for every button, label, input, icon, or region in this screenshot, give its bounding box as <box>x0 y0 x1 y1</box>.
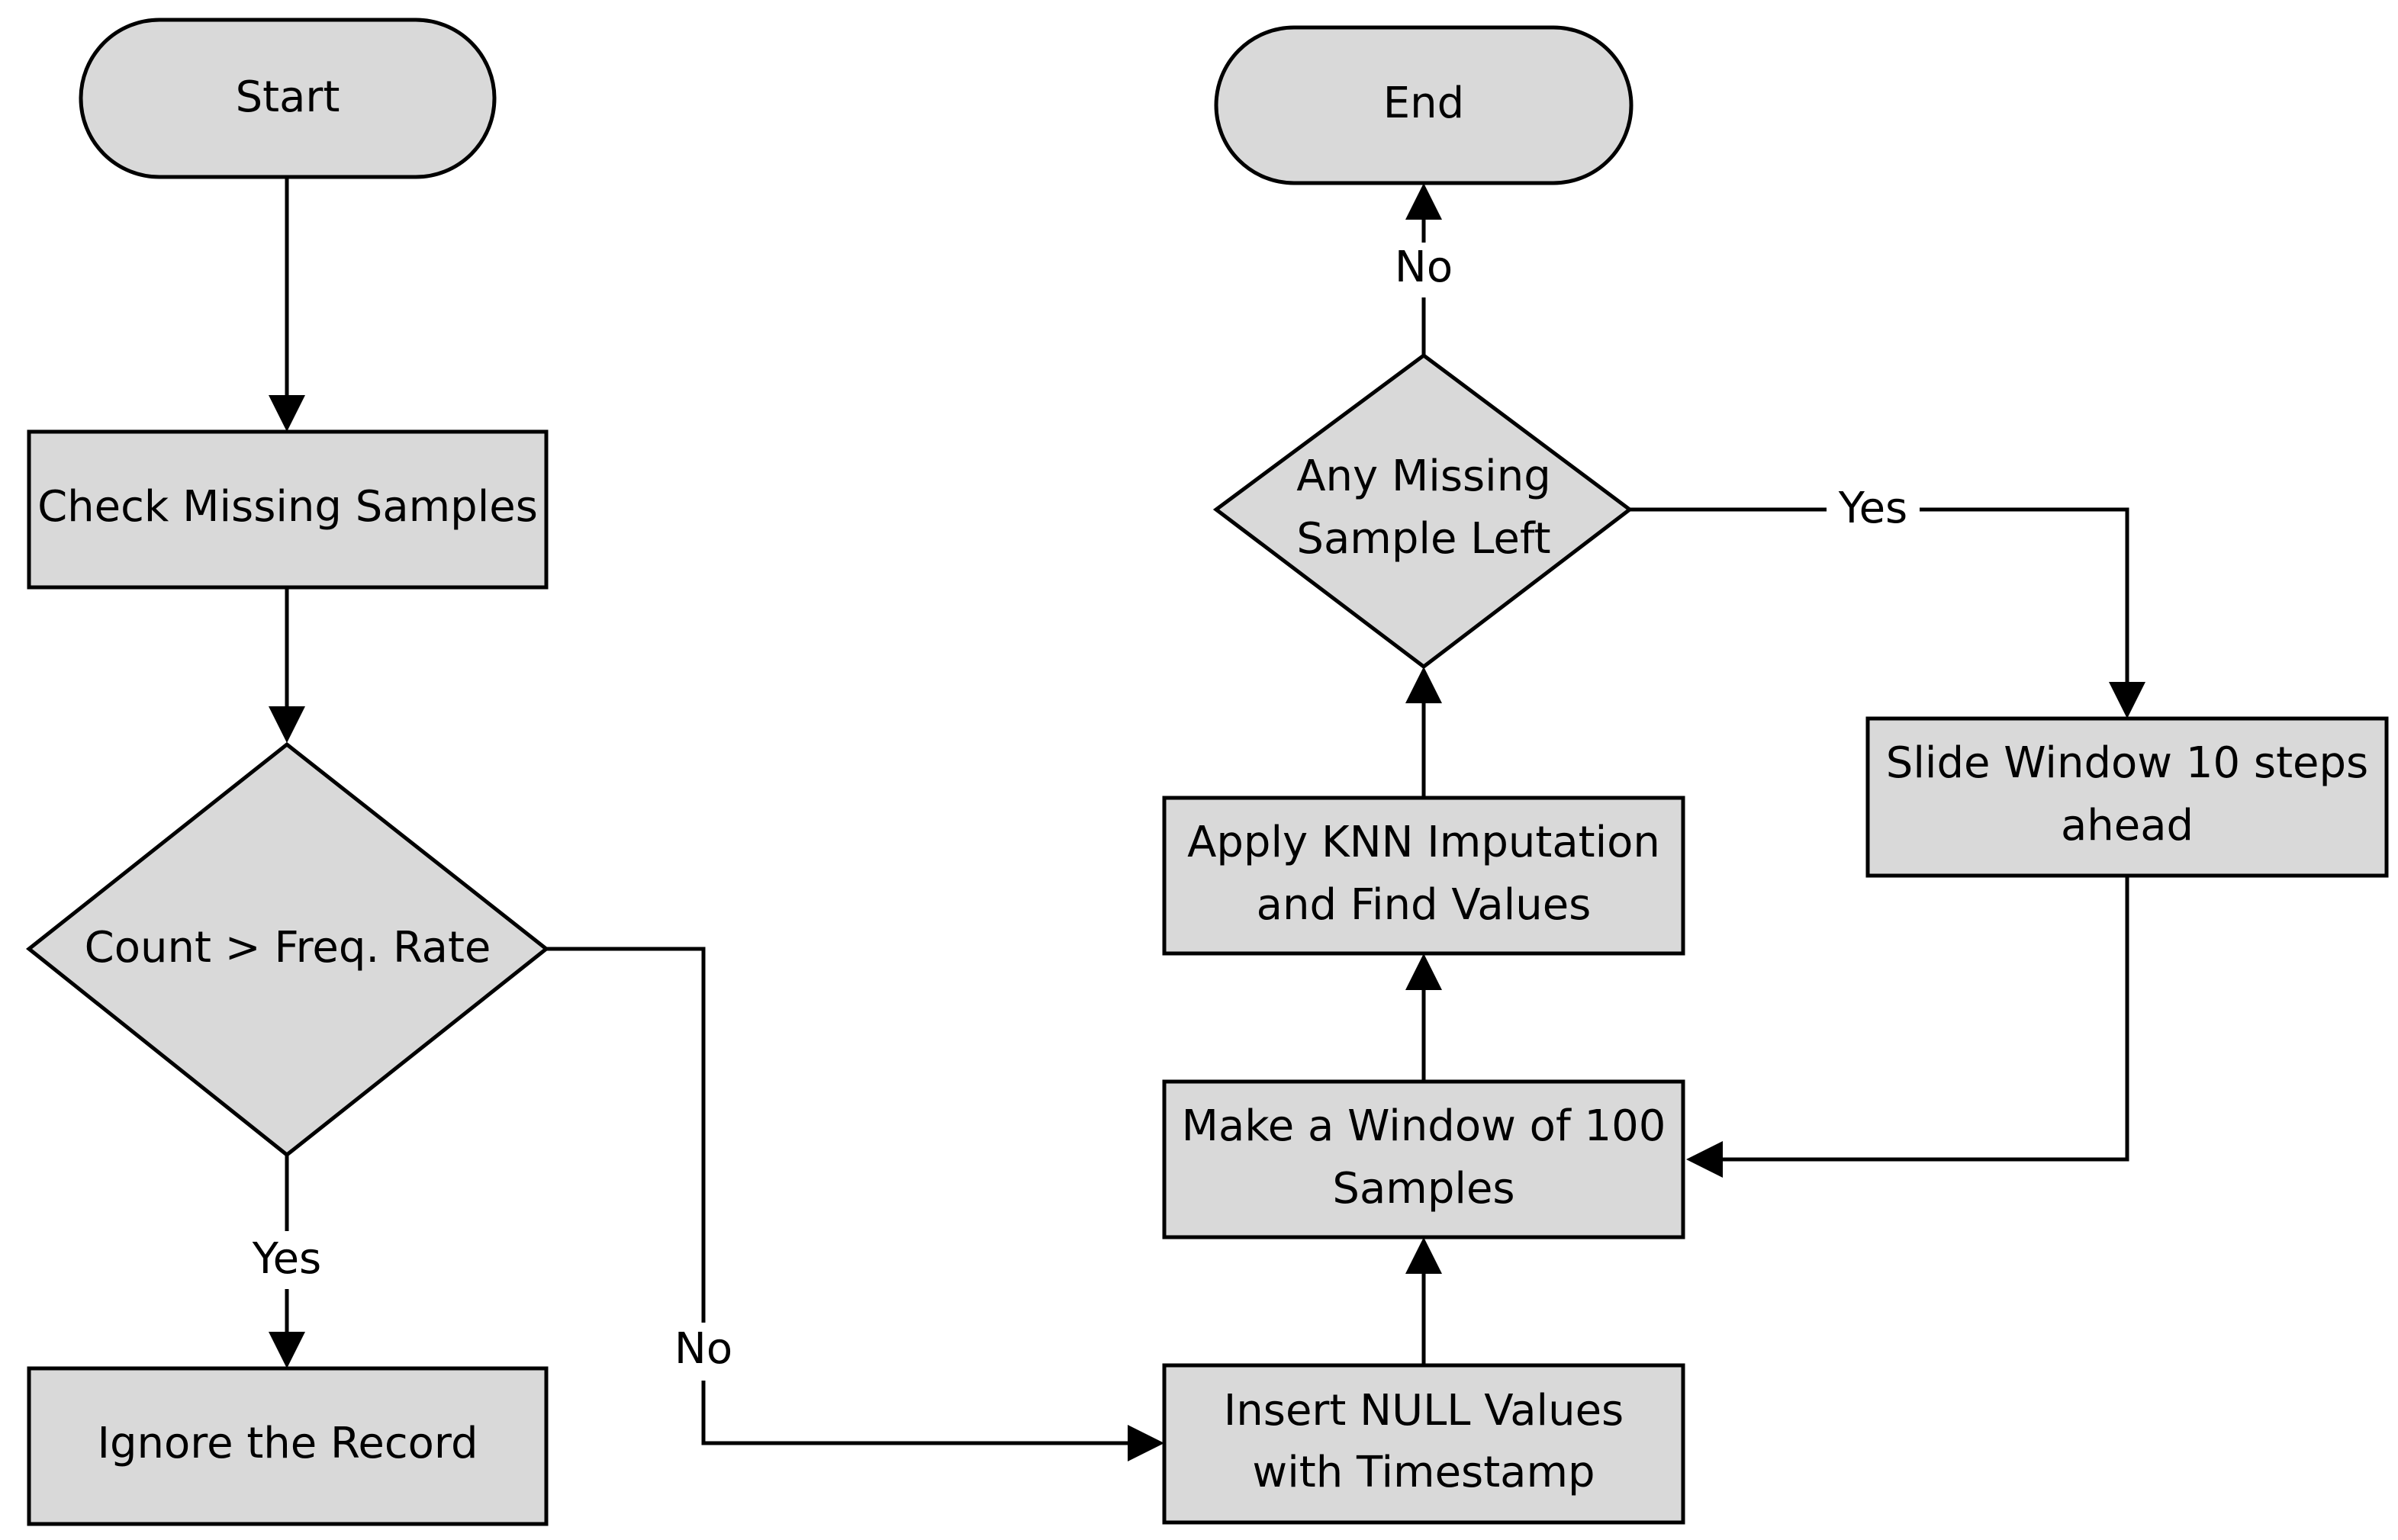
arrowhead-decision-yes <box>269 1332 305 1368</box>
slide-window-node: Slide Window 10 steps ahead <box>1865 716 2389 878</box>
connectors <box>269 177 2145 1461</box>
apply-knn-label-line2: and Find Values <box>1257 880 1592 930</box>
check-missing-node: Check Missing Samples <box>27 429 549 590</box>
insert-null-label-line2: with Timestamp <box>1252 1448 1595 1497</box>
count-no-label-bg <box>667 1323 740 1381</box>
insert-null-node: Insert NULL Values with Timestamp <box>1162 1363 1685 1525</box>
any-missing-decision-shape <box>1212 352 1634 670</box>
missing-no-label-bg <box>1387 243 1460 297</box>
missing-no-label: No <box>1395 243 1453 292</box>
count-yes-label-bg <box>241 1231 333 1289</box>
apply-knn-node: Apply KNN Imputation and Find Values <box>1162 796 1685 956</box>
slide-window-label-line1: Slide Window 10 steps <box>1886 738 2368 788</box>
end-terminator-shape <box>1214 25 1634 185</box>
any-missing-label-line1: Any Missing <box>1296 452 1551 501</box>
arrowhead-decision-no <box>1128 1425 1164 1461</box>
missing-yes-label: Yes <box>1838 484 1907 533</box>
check-missing-process-shape <box>27 429 549 590</box>
apply-knn-process-shape <box>1162 796 1685 956</box>
count-yes-label: Yes <box>252 1234 321 1284</box>
make-window-label-line1: Make a Window of 100 <box>1182 1101 1666 1151</box>
ignore-record-node: Ignore the Record <box>27 1366 549 1526</box>
count-no-label: No <box>674 1324 732 1374</box>
end-label: End <box>1383 79 1464 128</box>
insert-null-label-line1: Insert NULL Values <box>1224 1386 1624 1436</box>
make-window-label-line2: Samples <box>1332 1164 1514 1214</box>
slide-window-process-shape <box>1865 716 2389 878</box>
insert-null-process-shape <box>1162 1363 1685 1525</box>
arrowhead-start-to-check <box>269 395 305 432</box>
edge-decision-no <box>546 947 1129 1445</box>
any-missing-label-line2: Sample Left <box>1296 514 1550 564</box>
check-missing-label: Check Missing Samples <box>37 482 538 532</box>
arrowhead-missing-no <box>1405 183 1442 220</box>
count-decision-shape <box>25 741 550 1158</box>
arrowhead-slide-to-window <box>1686 1141 1723 1178</box>
edge-slide-to-window <box>1721 876 2129 1162</box>
edge-labels: Yes No Yes No <box>241 243 1920 1381</box>
start-terminator-shape <box>79 18 497 179</box>
edge-missing-yes <box>1630 507 2129 683</box>
arrowhead-missing-yes <box>2109 682 2145 719</box>
ignore-record-process-shape <box>27 1366 549 1526</box>
make-window-node: Make a Window of 100 Samples <box>1162 1079 1685 1239</box>
ignore-record-label: Ignore the Record <box>97 1419 478 1468</box>
start-node: Start <box>79 18 497 179</box>
count-decision-node: Count > Freq. Rate <box>25 741 550 1158</box>
end-node: End <box>1214 25 1634 185</box>
arrowhead-window-to-knn <box>1405 953 1442 990</box>
apply-knn-label-line1: Apply KNN Imputation <box>1187 818 1660 867</box>
arrowhead-knn-to-decision <box>1405 667 1442 703</box>
make-window-process-shape <box>1162 1079 1685 1239</box>
arrowhead-check-to-decision <box>269 706 305 743</box>
any-missing-decision-node: Any Missing Sample Left <box>1212 352 1634 670</box>
slide-window-label-line2: ahead <box>2061 801 2194 850</box>
arrowhead-insert-to-window <box>1405 1237 1442 1274</box>
missing-yes-label-bg <box>1827 482 1920 537</box>
start-label: Start <box>236 72 340 122</box>
count-decision-label: Count > Freq. Rate <box>85 923 491 973</box>
